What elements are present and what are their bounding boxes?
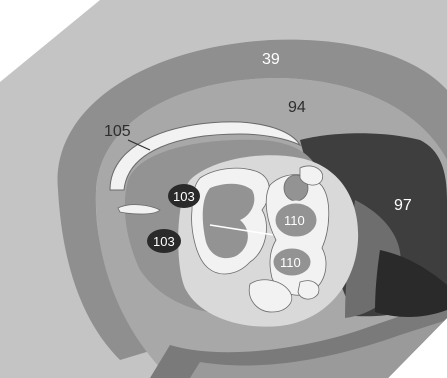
- label-94: 94: [288, 99, 306, 116]
- label-39: 39: [262, 51, 280, 68]
- label-103-lower: 103: [153, 234, 175, 249]
- label-110-lower: 110: [280, 255, 301, 270]
- label-110-upper: 110: [284, 213, 305, 228]
- label-103-upper: 103: [173, 189, 195, 204]
- white-blob-lower-right: [298, 281, 319, 299]
- label-97: 97: [394, 197, 412, 214]
- label-105: 105: [104, 123, 131, 140]
